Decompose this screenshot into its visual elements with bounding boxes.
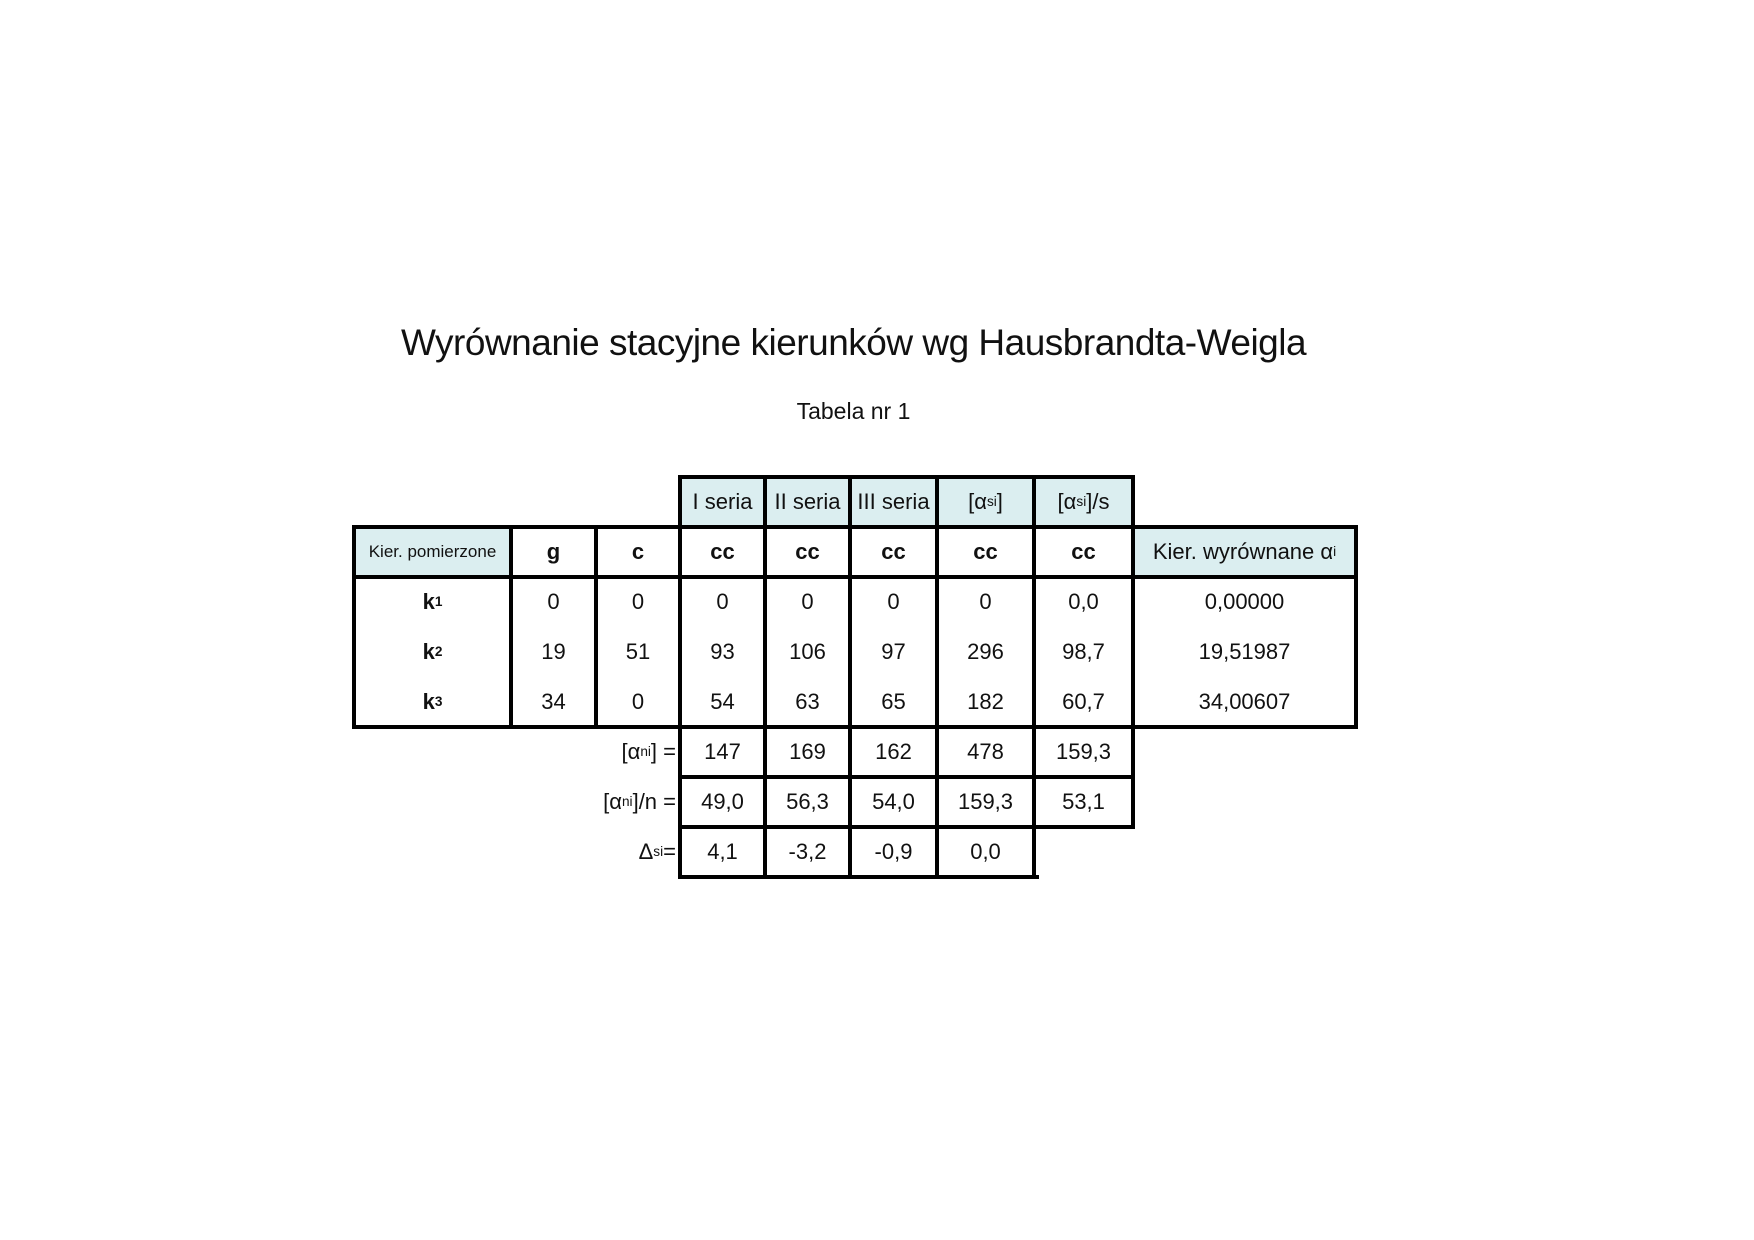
border-line	[935, 475, 939, 879]
summary-sum-3: 162	[875, 739, 912, 764]
header-unit-g: g	[546, 539, 561, 564]
border-line	[848, 475, 852, 879]
border-line	[352, 725, 1358, 729]
cell-mean: 0,0	[1068, 589, 1099, 614]
cell-sum: 296	[967, 639, 1004, 664]
cell-g: 0	[547, 589, 560, 614]
cell-c: 0	[631, 689, 645, 714]
cell-mean: 98,7	[1062, 639, 1105, 664]
border-line	[1354, 525, 1358, 729]
cell-g: 19	[541, 639, 566, 664]
cell-series-3: 97	[881, 639, 906, 664]
cell-series-1: 54	[710, 689, 735, 714]
cell-adjusted: 34,00607	[1198, 689, 1291, 714]
summary-delta-3: -0,9	[874, 839, 913, 864]
border-line	[594, 525, 598, 729]
cell-series-2: 63	[795, 689, 820, 714]
border-line	[352, 525, 1358, 529]
border-line	[352, 525, 356, 729]
cell-adjusted: 19,51987	[1198, 639, 1291, 664]
header-series-1: I seria	[680, 477, 765, 527]
header-series-2: II seria	[765, 477, 850, 527]
summary-sum-5: 159,3	[1055, 739, 1112, 764]
cell-series-2: 0	[801, 589, 814, 614]
cell-sum: 182	[967, 689, 1004, 714]
header-unit-cc-3: cc	[881, 539, 906, 564]
cell-series-3: 65	[881, 689, 906, 714]
cell-series-1: 93	[710, 639, 735, 664]
header-unit-cc-2: cc	[795, 539, 820, 564]
border-line	[352, 575, 1358, 579]
summary-sum-4: 478	[967, 739, 1004, 764]
cell-series-3: 0	[887, 589, 900, 614]
cell-c: 0	[631, 589, 645, 614]
summary-delta-1: 4,1	[707, 839, 738, 864]
summary-delta-4: 0,0	[970, 839, 1001, 864]
cell-g: 34	[541, 689, 566, 714]
summary-avg-3: 54,0	[872, 789, 915, 814]
header-unit-c: c	[631, 539, 645, 564]
border-line	[1032, 475, 1036, 879]
summary-sum-1: 147	[704, 739, 741, 764]
border-line	[1131, 475, 1135, 829]
summary-avg-4: 159,3	[957, 789, 1014, 814]
summary-avg-2: 56,3	[786, 789, 829, 814]
cell-sum: 0	[979, 589, 992, 614]
summary-avg-1: 49,0	[701, 789, 744, 814]
cell-mean: 60,7	[1062, 689, 1105, 714]
cell-series-2: 106	[789, 639, 826, 664]
border-line	[509, 525, 513, 729]
table-caption: Tabela nr 1	[796, 398, 911, 424]
border-line	[678, 475, 682, 879]
summary-avg-5: 53,1	[1062, 789, 1105, 814]
border-line	[678, 775, 1135, 779]
cell-adjusted: 0,00000	[1204, 589, 1285, 614]
border-line	[678, 475, 1135, 479]
summary-sum-2: 169	[789, 739, 826, 764]
cell-series-1: 0	[716, 589, 729, 614]
header-kier-pomierzone: Kier. pomierzone	[354, 527, 511, 577]
header-unit-cc-4: cc	[973, 539, 998, 564]
cell-c: 51	[625, 639, 651, 664]
summary-delta-2: -3,2	[788, 839, 827, 864]
page-title: Wyrównanie stacyjne kierunków wg Hausbra…	[400, 322, 1307, 363]
border-line	[678, 825, 1135, 829]
header-series-3: III seria	[850, 477, 937, 527]
header-unit-cc-1: cc	[710, 539, 735, 564]
border-line	[678, 875, 1039, 879]
header-unit-cc-5: cc	[1071, 539, 1096, 564]
border-line	[763, 475, 767, 879]
